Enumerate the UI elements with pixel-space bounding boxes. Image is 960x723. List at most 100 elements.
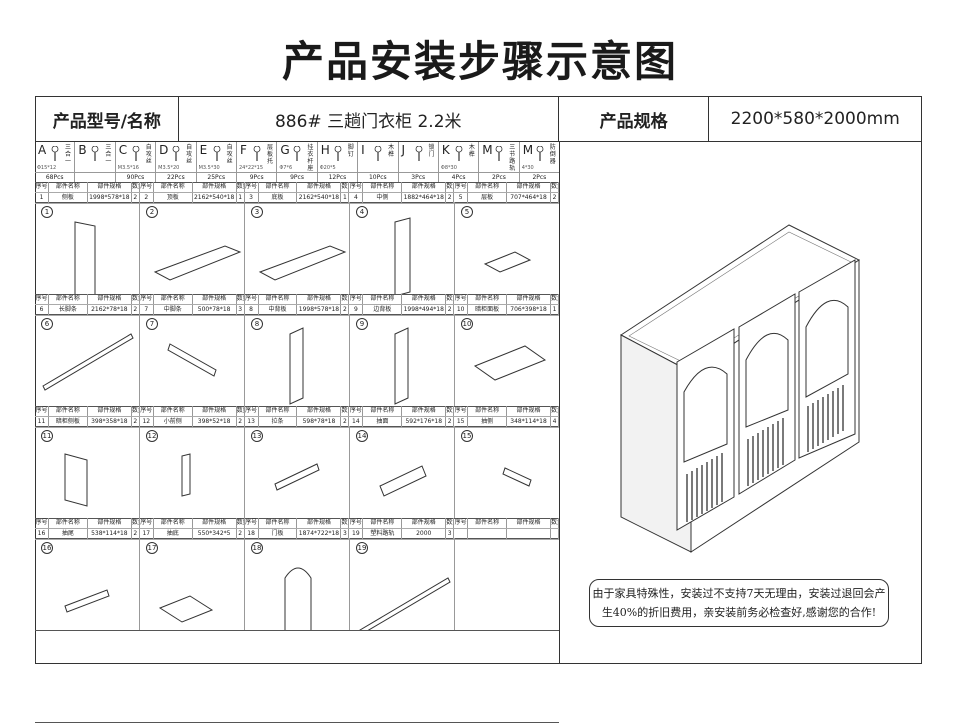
part-number: 1: [41, 206, 53, 218]
hardware-name: 自攻丝: [145, 144, 152, 165]
part-number: 4: [356, 206, 368, 218]
hardware-spec: 4*30: [521, 165, 534, 171]
hardware-letter: J: [401, 143, 406, 157]
hardware-name: 木榫: [468, 144, 475, 158]
part-drawing: 15: [455, 426, 559, 518]
hardware-spec: M3.5*16: [117, 165, 139, 171]
screw-icon: [374, 146, 382, 161]
hardware-qty: [75, 172, 115, 182]
hardware-name: 三合一: [105, 144, 112, 165]
part-drawing: 1: [35, 202, 140, 294]
hardware-qty: 3Pcs: [398, 172, 438, 182]
parts-drawing-row: 16 17 18 19: [35, 538, 559, 631]
part-number: 17: [146, 542, 158, 554]
hardware-qty: 9Pcs: [277, 172, 317, 182]
hardware-letter: B: [78, 143, 87, 157]
hardware-qty: 68Pcs: [35, 172, 75, 182]
parts-table: 序号部件名称部件规格数量序号部件名称部件规格数量序号部件名称部件规格数量序号部件…: [35, 182, 559, 204]
hardware-name: 防倒器: [549, 144, 556, 165]
part-drawing: 12: [140, 426, 245, 518]
part-number: 12: [146, 430, 158, 442]
part-drawing: 14: [350, 426, 455, 518]
part-drawing: 8: [245, 314, 350, 406]
part-drawing: 7: [140, 314, 245, 406]
part-number: 6: [41, 318, 53, 330]
part-number: 2: [146, 206, 158, 218]
hardware-spec: Φ8*30: [440, 165, 457, 171]
spec-label: 产品规格: [559, 97, 710, 141]
part-number: 18: [251, 542, 263, 554]
hardware-letter: I: [361, 143, 365, 157]
hardware-name: 三合一: [65, 144, 72, 165]
hardware-letter: A: [38, 143, 47, 157]
hardware-qty: 22Pcs: [156, 172, 196, 182]
part-drawing: 13: [245, 426, 350, 518]
part-drawing: 4: [350, 202, 455, 294]
hardware-spec: M3.5*20: [158, 165, 180, 171]
model-value: 886# 三趟门衣柜 2.2米: [179, 97, 559, 141]
part-drawing: 6: [35, 314, 140, 406]
hardware-spec: Φ7*6: [279, 165, 293, 171]
part-number: 19: [356, 542, 368, 554]
hardware-qty: 25Pcs: [196, 172, 236, 182]
hardware-letter: H: [320, 143, 330, 157]
part-drawing: 16: [35, 538, 140, 630]
part-number: 16: [41, 542, 53, 554]
header-row: 产品型号/名称 886# 三趟门衣柜 2.2米 产品规格 2200*580*20…: [35, 96, 922, 142]
hardware-name: 锁门: [428, 144, 435, 158]
hardware-item: B 三合一: [75, 142, 116, 182]
screw-icon: [172, 146, 180, 161]
part-drawing: 17: [140, 538, 245, 630]
page-title: 产品安装步骤示意图: [281, 37, 678, 86]
hardware-name: 自攻丝: [186, 144, 193, 165]
hardware-name: 三节路轨: [509, 144, 516, 172]
hardware-letter: G: [280, 143, 290, 157]
part-drawing: [455, 538, 559, 630]
parts-drawing-row: 1 2 3 4 5: [35, 202, 559, 295]
hardware-qty: 9Pcs: [236, 172, 277, 182]
hardware-name: 层板托: [266, 144, 273, 165]
hardware-name: 自攻丝: [226, 144, 233, 165]
hardware-qty: 90Pcs: [115, 172, 156, 182]
part-drawing: 19: [350, 538, 455, 630]
part-drawing: 9: [350, 314, 455, 406]
hardware-qty: 12Pcs: [317, 172, 358, 182]
screw-icon: [213, 146, 220, 161]
hardware-letter: K: [441, 143, 450, 157]
screw-icon: [91, 146, 99, 161]
screw-icon: [293, 146, 301, 161]
hardware-name: 挂衣杆座: [307, 144, 314, 172]
product-panel: 由于家具特殊性，安装过不支持7天无理由，安装过退回会产生40%的折旧费用，亲安装…: [559, 142, 922, 664]
part-number: 3: [251, 206, 263, 218]
hardware-name: 木榫: [388, 144, 395, 158]
model-label: 产品型号/名称: [36, 97, 179, 141]
hardware-letter: E: [199, 143, 208, 157]
part-drawing: 3: [245, 202, 350, 294]
spec-value: 2200*580*2000mm: [730, 109, 900, 129]
part-number: 15: [461, 430, 473, 442]
part-number: 11: [41, 430, 53, 442]
parts-table: 序号部件名称部件规格数量序号部件名称部件规格数量序号部件名称部件规格数量序号部件…: [35, 518, 559, 540]
notice-box: 由于家具特殊性，安装过不支持7天无理由，安装过退回会产生40%的折旧费用，亲安装…: [589, 579, 889, 627]
screw-icon: [455, 146, 463, 161]
hardware-qty: 4Pcs: [438, 172, 479, 182]
screw-icon: [334, 146, 342, 161]
hardware-qty: 2Pcs: [479, 172, 519, 182]
part-drawing: 5: [455, 202, 559, 294]
screw-icon: [495, 146, 503, 161]
